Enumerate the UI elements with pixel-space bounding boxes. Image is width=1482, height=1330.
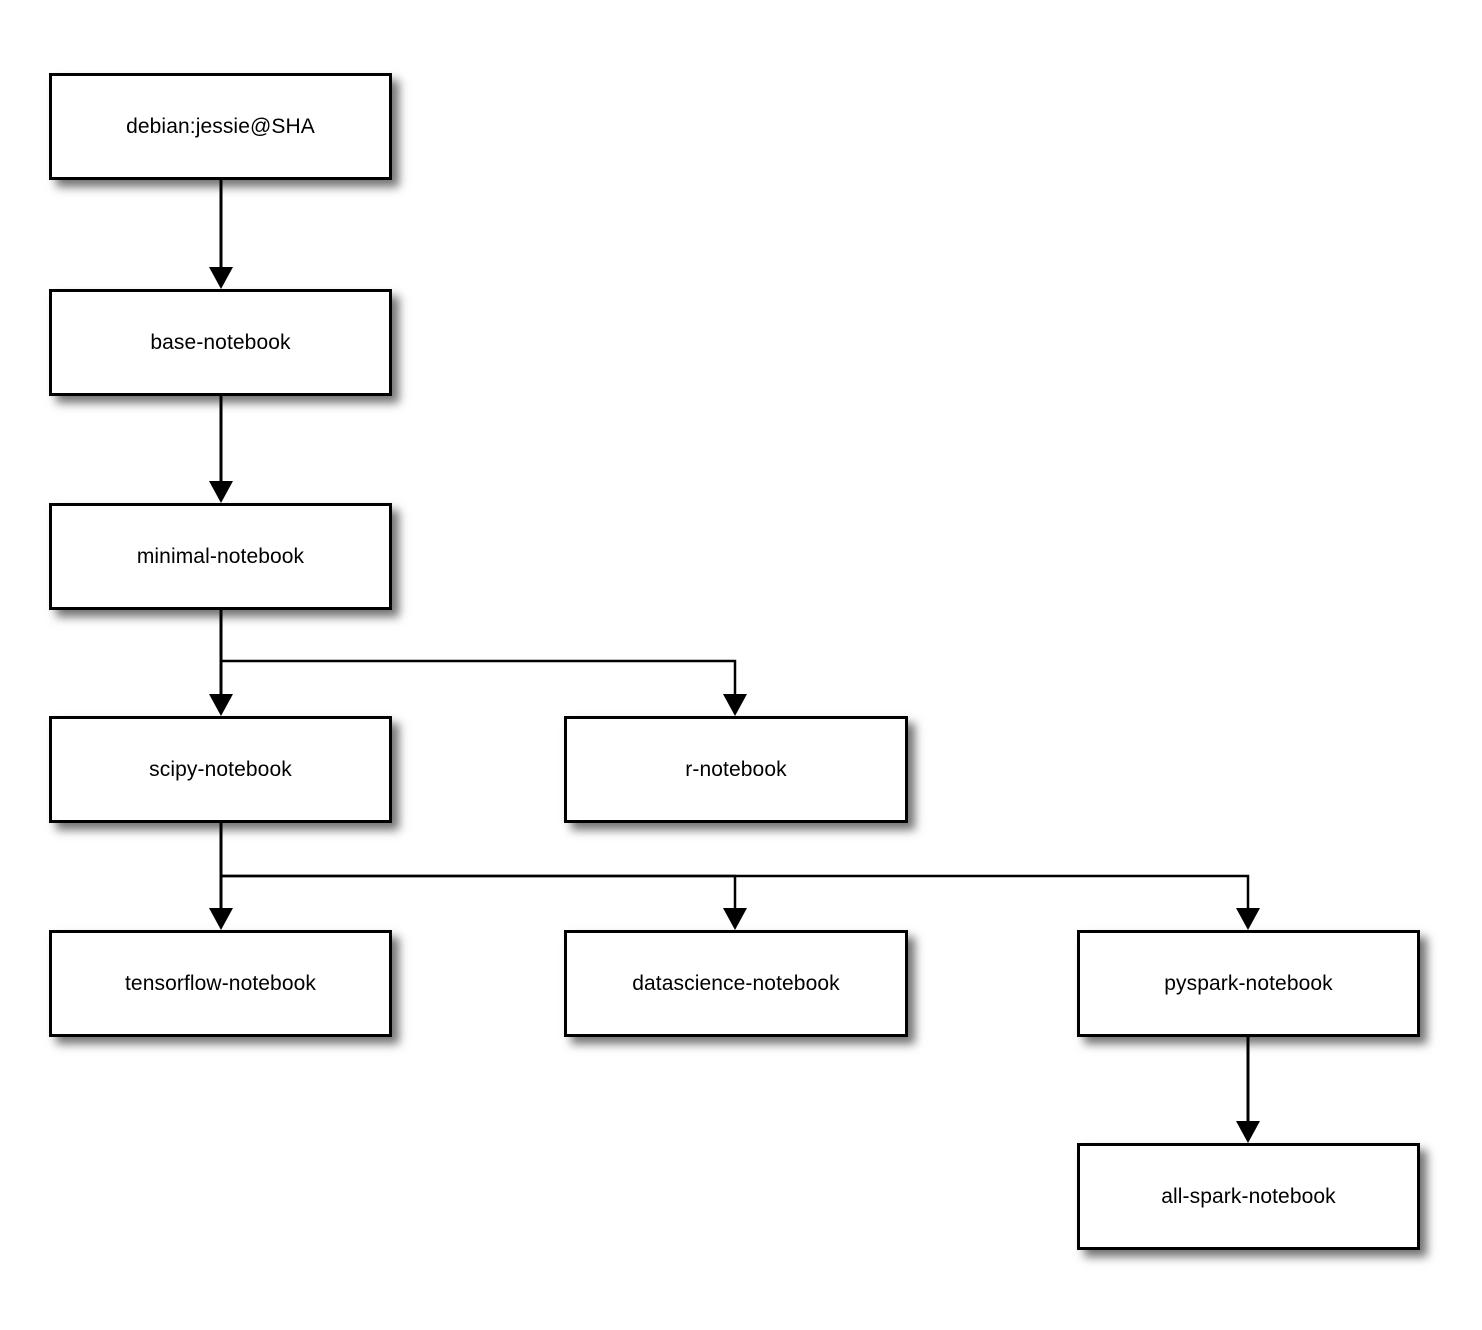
node-label: pyspark-notebook — [1164, 971, 1333, 995]
node-datascience-notebook[interactable]: datascience-notebook — [564, 930, 908, 1037]
arrowhead-minimal — [209, 481, 233, 503]
arrowhead-pyspark — [1236, 908, 1260, 930]
node-scipy-notebook[interactable]: scipy-notebook — [49, 716, 392, 823]
node-all-spark-notebook[interactable]: all-spark-notebook — [1077, 1143, 1420, 1250]
arrowhead-base — [209, 267, 233, 289]
node-label: base-notebook — [150, 330, 291, 354]
node-tensorflow-notebook[interactable]: tensorflow-notebook — [49, 930, 392, 1037]
arrowhead-datascience — [723, 908, 747, 930]
edge-scipy-to-datascience — [221, 874, 737, 919]
arrowhead-r — [723, 694, 747, 716]
edge-scipy-to-pyspark — [221, 874, 1250, 919]
node-label: all-spark-notebook — [1161, 1184, 1336, 1208]
arrowhead-tensorflow — [209, 908, 233, 930]
node-label: minimal-notebook — [136, 544, 305, 568]
node-debian-jessie-sha[interactable]: debian:jessie@SHA — [49, 73, 392, 180]
node-r-notebook[interactable]: r-notebook — [564, 716, 908, 823]
arrowhead-scipy — [209, 694, 233, 716]
node-label: datascience-notebook — [632, 971, 840, 995]
node-label: scipy-notebook — [149, 757, 292, 781]
node-base-notebook[interactable]: base-notebook — [49, 289, 392, 396]
arrowhead-allspark — [1236, 1121, 1260, 1143]
node-label: debian:jessie@SHA — [126, 114, 315, 138]
node-pyspark-notebook[interactable]: pyspark-notebook — [1077, 930, 1420, 1037]
node-label: tensorflow-notebook — [124, 971, 316, 995]
edge-minimal-to-r — [221, 659, 737, 705]
node-label: r-notebook — [685, 757, 787, 781]
node-minimal-notebook[interactable]: minimal-notebook — [49, 503, 392, 610]
